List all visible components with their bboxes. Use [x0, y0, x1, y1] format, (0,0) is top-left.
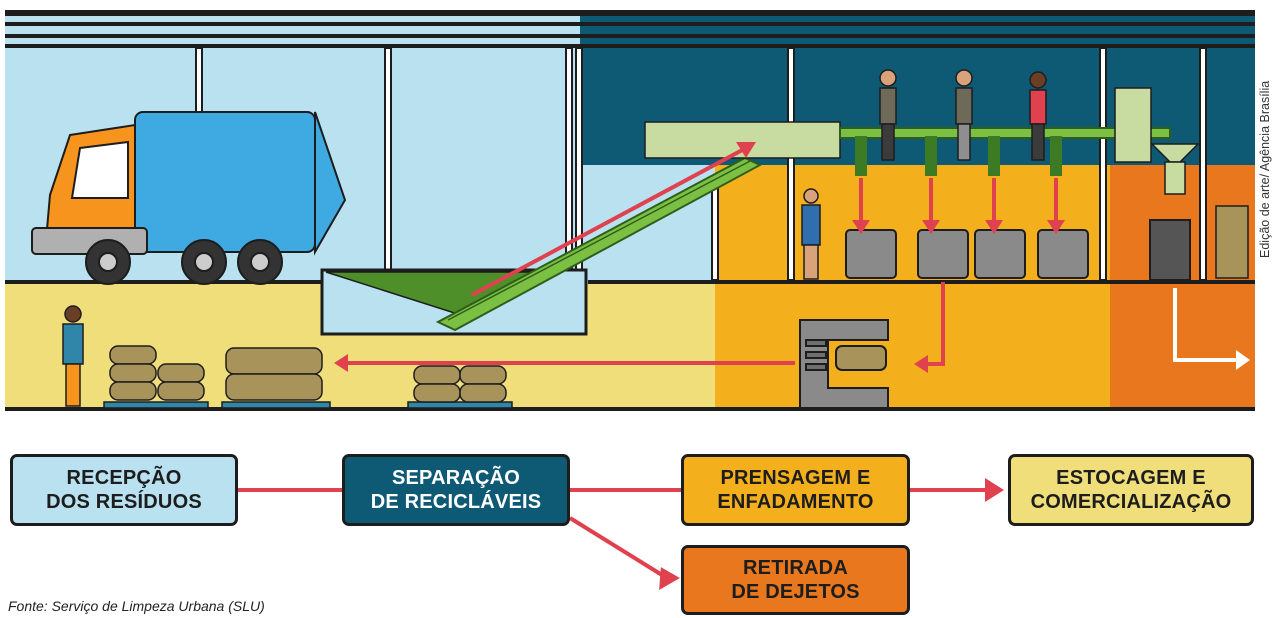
sorting-workers: [62, 69, 1047, 407]
stage-retirada: RETIRADA DE DEJETOS: [681, 545, 910, 615]
drop-chutes: [855, 136, 1062, 176]
stage-recepcao: RECEPÇÃO DOS RESÍDUOS: [10, 454, 238, 526]
stage-prensagem: PRENSAGEM E ENFADAMENTO: [681, 454, 910, 526]
garbage-truck: [31, 111, 347, 285]
sorting-bins: [845, 219, 1191, 281]
sorting-belt: [839, 87, 1200, 195]
stage-retirada-label: RETIRADA DE DEJETOS: [731, 557, 860, 603]
stage-recepcao-label: RECEPÇÃO DOS RESÍDUOS: [46, 467, 202, 513]
source-note: Fonte: Serviço de Limpeza Urbana (SLU): [8, 598, 265, 614]
arrowhead-to-estocagem: [985, 478, 1004, 502]
arrowhead-to-retirada: [659, 567, 680, 591]
waste-exit-arrow: [1173, 288, 1250, 370]
stage-estocagem: ESTOCAGEM E COMERCIALIZAÇÃO: [1008, 454, 1254, 526]
baling-press: [799, 319, 889, 409]
inclined-conveyor: [435, 121, 841, 332]
bale-stacks: [103, 345, 513, 409]
roof-beams: [5, 10, 1255, 48]
art-credit: Edição de arte/ Agência Brasília: [1258, 80, 1272, 258]
scene-arrowheads: [334, 142, 1065, 373]
stage-separacao-label: SEPARAÇÃO DE RECICLÁVEIS: [370, 467, 542, 513]
storage-box: [1215, 205, 1249, 279]
stage-estocagem-label: ESTOCAGEM E COMERCIALIZAÇÃO: [1030, 467, 1232, 513]
process-connectors: [238, 478, 1004, 591]
floor-lines: [5, 280, 1255, 411]
stage-separacao: SEPARAÇÃO DE RECICLÁVEIS: [342, 454, 570, 526]
scene-flow-arrows: [345, 146, 1058, 366]
stage-prensagem-label: PRENSAGEM E ENFADAMENTO: [717, 467, 874, 513]
